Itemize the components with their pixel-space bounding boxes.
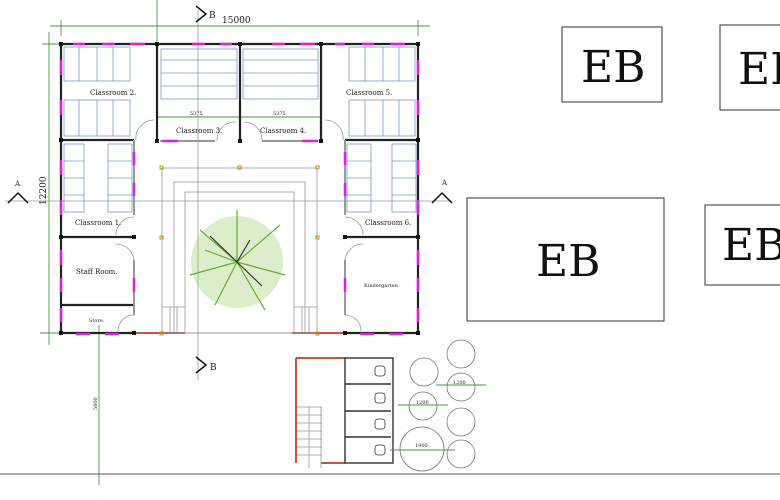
water-tanks bbox=[390, 339, 486, 472]
svg-text:B: B bbox=[209, 11, 216, 21]
room-label-kindergarten: Kindergarten. bbox=[364, 283, 400, 289]
svg-text:A: A bbox=[14, 180, 21, 188]
room-label-store: Store. bbox=[89, 318, 105, 324]
section-marker-b-bottom: B bbox=[195, 356, 217, 374]
courtyard bbox=[161, 167, 318, 334]
room-label-classroom-6: Classroom 6. bbox=[365, 219, 411, 227]
room-label-classroom-1: Classroom 1. bbox=[75, 219, 121, 227]
svg-text:EB: EB bbox=[581, 42, 645, 93]
door-swings bbox=[115, 119, 364, 332]
setback-dimension: 5800 bbox=[93, 397, 99, 410]
inner-dimension-right: 5375 bbox=[273, 111, 286, 117]
svg-text:A: A bbox=[441, 179, 448, 187]
courtyard-posts bbox=[159, 165, 320, 336]
room-label-classroom-2: Classroom 2. bbox=[90, 89, 136, 97]
section-marker-a-left: A bbox=[7, 180, 29, 204]
tank-dimension-3: 1900 bbox=[415, 443, 428, 449]
tank-dimension-2: 1200 bbox=[416, 400, 429, 406]
classroom-furniture bbox=[63, 46, 417, 213]
room-label-classroom-4: Classroom 4. bbox=[260, 127, 306, 135]
section-marker-a-right: A bbox=[431, 179, 453, 204]
toilet-block bbox=[295, 357, 394, 468]
eb-block-3: EB bbox=[466, 197, 665, 322]
stair-icon bbox=[297, 406, 322, 468]
eb-block-1: EB bbox=[561, 26, 663, 103]
eb-block-2: EB bbox=[719, 24, 780, 111]
room-label-classroom-5: Classroom 5. bbox=[346, 89, 392, 97]
tank-dimension-1: 1200 bbox=[453, 380, 466, 386]
tree-icon bbox=[189, 210, 286, 311]
svg-text:B: B bbox=[210, 363, 217, 373]
eb-block-4: EB bbox=[704, 204, 780, 286]
svg-text:EB: EB bbox=[722, 220, 780, 271]
height-dimension: 12200 bbox=[39, 176, 49, 205]
room-label-staff-room: Staff Room. bbox=[76, 268, 118, 276]
svg-text:EB: EB bbox=[738, 44, 780, 95]
windows bbox=[59, 42, 420, 336]
section-marker-b-top: B bbox=[195, 5, 216, 23]
room-label-classroom-3: Classroom 3. bbox=[176, 127, 222, 135]
width-dimension: 15000 bbox=[222, 16, 251, 26]
columns bbox=[59, 42, 420, 335]
inner-dimension-left: 5375 bbox=[190, 111, 203, 117]
svg-text:EB: EB bbox=[536, 236, 600, 287]
